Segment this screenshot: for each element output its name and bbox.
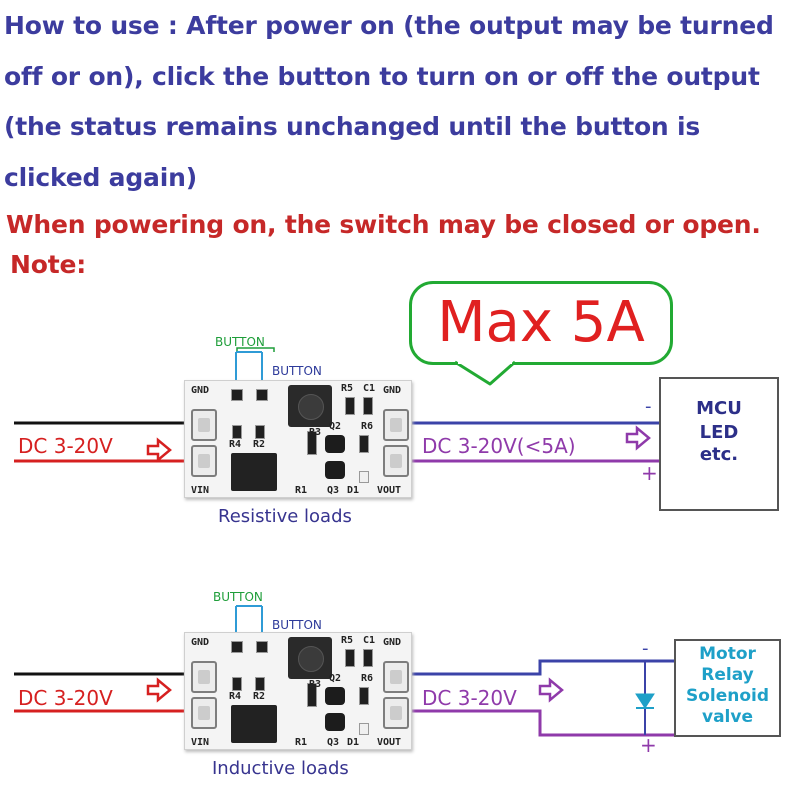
q3-label: Q3 — [327, 485, 340, 496]
button-pad-1 — [231, 389, 243, 401]
r5-resistor — [345, 397, 355, 415]
vin-label: VIN — [191, 485, 210, 496]
input-voltage-label: DC 3-20V — [18, 686, 113, 710]
r2-label: R2 — [253, 691, 266, 702]
pcb-board-bottom: GND VIN GND VOUT R4 R2 R5 C1 R3 Q2 Q3 R6… — [184, 632, 412, 750]
d1-label: D1 — [347, 737, 360, 748]
r4-label: R4 — [229, 691, 242, 702]
button-pad-1 — [231, 641, 243, 653]
vout-label: VOUT — [377, 485, 402, 496]
instructions-text: How to use : After power on (the output … — [4, 11, 774, 192]
r3-label: R3 — [309, 679, 322, 690]
button-label-small: BUTTON — [213, 590, 263, 604]
c1-label: C1 — [363, 383, 376, 394]
r5-resistor — [345, 649, 355, 667]
plus-sign: + — [641, 461, 658, 485]
q2-transistor — [325, 687, 345, 705]
vin-pad — [191, 697, 217, 729]
r4-label: R4 — [229, 439, 242, 450]
gnd-out-pad — [383, 661, 409, 693]
output-voltage-label: DC 3-20V — [422, 686, 517, 710]
c1-label: C1 — [363, 635, 376, 646]
load-line: Motor — [699, 644, 756, 664]
minus-sign: - — [645, 396, 652, 417]
push-button[interactable] — [288, 637, 332, 679]
load-line: Solenoid — [685, 686, 770, 706]
r3-label: R3 — [309, 427, 322, 438]
r6-resistor — [359, 687, 369, 705]
r3-resistor — [307, 431, 317, 455]
r4-resistor — [232, 425, 242, 439]
vin-pad — [191, 445, 217, 477]
gnd-right-label: GND — [383, 637, 402, 648]
c1-capacitor — [363, 397, 373, 415]
q2-label: Q2 — [329, 673, 342, 684]
d1-diode — [359, 723, 369, 735]
vin-label: VIN — [191, 737, 210, 748]
gnd-left-label: GND — [191, 637, 210, 648]
vout-pad — [383, 697, 409, 729]
q3-label: Q3 — [327, 737, 340, 748]
d1-diode — [359, 471, 369, 483]
max-current-badge: Max 5A — [409, 281, 673, 365]
button-label-small: BUTTON — [215, 335, 265, 349]
r2-label: R2 — [253, 439, 266, 450]
r5-label: R5 — [341, 383, 354, 394]
push-button-cap[interactable] — [298, 394, 324, 420]
button-pad-2 — [256, 389, 268, 401]
button-pad-2 — [256, 641, 268, 653]
ic-chip — [231, 453, 277, 491]
input-voltage-label: DC 3-20V — [18, 434, 113, 458]
q2-transistor — [325, 435, 345, 453]
q2-label: Q2 — [329, 421, 342, 432]
max-current-text: Max 5A — [437, 290, 645, 355]
gnd-out-pad — [383, 409, 409, 441]
load-line: LED — [699, 422, 739, 443]
r6-label: R6 — [361, 673, 374, 684]
output-voltage-label: DC 3-20V(<5A) — [422, 434, 576, 458]
note-label: Note: — [10, 250, 87, 279]
minus-sign: - — [642, 638, 649, 659]
r4-resistor — [232, 677, 242, 691]
push-button-cap[interactable] — [298, 646, 324, 672]
c1-capacitor — [363, 649, 373, 667]
r1-label: R1 — [295, 485, 308, 496]
r6-label: R6 — [361, 421, 374, 432]
r2-resistor — [255, 425, 265, 439]
pcb-board-top: GND VIN GND VOUT R4 R2 R5 C1 R3 Q2 Q3 R6… — [184, 380, 412, 498]
load-line: MCU — [696, 398, 742, 419]
button-label: BUTTON — [272, 618, 322, 632]
push-button[interactable] — [288, 385, 332, 427]
vout-pad — [383, 445, 409, 477]
d1-label: D1 — [347, 485, 360, 496]
gnd-in-pad — [191, 661, 217, 693]
q3-transistor — [325, 461, 345, 479]
r2-resistor — [255, 677, 265, 691]
gnd-right-label: GND — [383, 385, 402, 396]
load-line: Relay — [701, 665, 754, 685]
r3-resistor — [307, 683, 317, 707]
resistive-load-box: MCU LED etc. — [660, 396, 778, 466]
gnd-left-label: GND — [191, 385, 210, 396]
vout-label: VOUT — [377, 737, 402, 748]
inductive-load-box: Motor Relay Solenoid valve — [675, 644, 780, 728]
resistive-loads-caption: Resistive loads — [218, 506, 352, 527]
plus-sign: + — [640, 733, 657, 757]
r1-label: R1 — [295, 737, 308, 748]
q3-transistor — [325, 713, 345, 731]
gnd-in-pad — [191, 409, 217, 441]
inductive-loads-caption: Inductive loads — [212, 758, 349, 779]
button-label: BUTTON — [272, 364, 322, 378]
r5-label: R5 — [341, 635, 354, 646]
load-line: etc. — [699, 444, 739, 465]
ic-chip — [231, 705, 277, 743]
load-line: valve — [702, 707, 753, 727]
warning-line: When powering on, the switch may be clos… — [6, 210, 761, 239]
r6-resistor — [359, 435, 369, 453]
